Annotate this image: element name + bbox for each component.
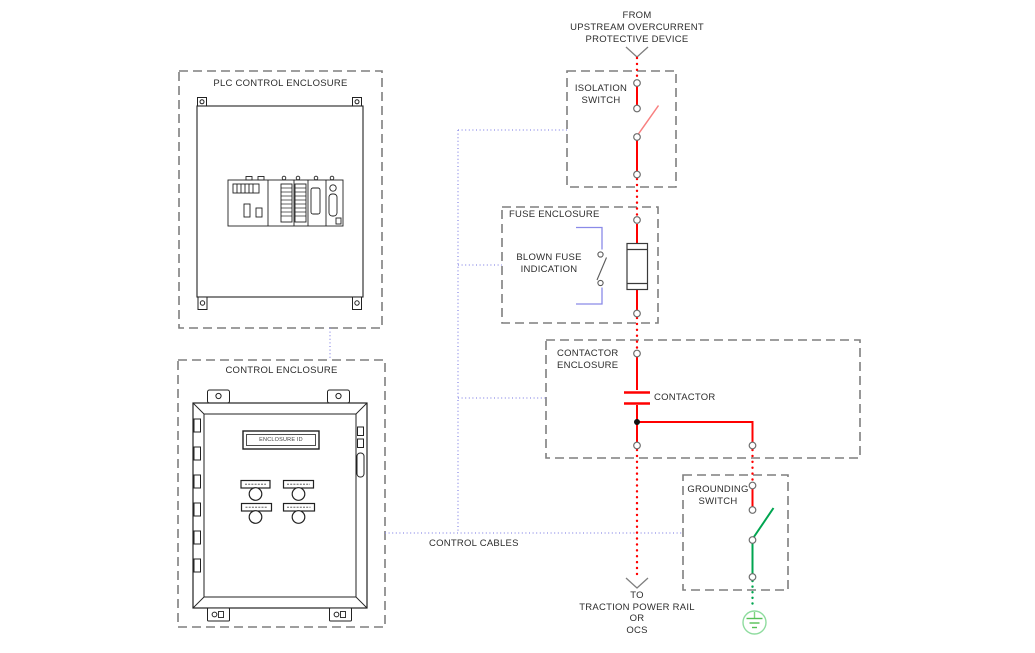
blown-fuse-contact-blade (596, 257, 608, 281)
earth-ground-icon (742, 610, 767, 635)
fuse-enclosure-title: FUSE ENCLOSURE (509, 209, 600, 220)
isolation-switch-blade (636, 105, 660, 137)
fuse-enclosure-outline (501, 206, 659, 324)
control-cable-lines (329, 129, 683, 534)
door-latch-and-handle (356, 426, 365, 478)
blown-fuse-indication-label: BLOWN FUSE INDICATION (516, 252, 582, 275)
incoming-arrow-down-icon (625, 46, 649, 58)
power-dotted-cable (635, 56, 754, 577)
plc-enclosure-title: PLC CONTROL ENCLOSURE (213, 78, 348, 89)
enclosure-id-plate (242, 430, 320, 450)
door-hinges (193, 418, 201, 573)
plc-enclosure-outline (178, 70, 383, 329)
power-path (624, 56, 754, 577)
contactor-enclosure-title: CONTACTOR ENCLOSURE (557, 348, 619, 371)
terminal-nodes (633, 79, 757, 581)
plc-rack-icon (227, 175, 344, 227)
control-enclosure-outline (177, 359, 386, 628)
pilot-lights (240, 479, 316, 524)
destination-label: TO TRACTION POWER RAIL OR OCS (579, 590, 695, 636)
contactor-branch-conductor (637, 421, 754, 442)
outgoing-arrow-down-icon (625, 577, 649, 589)
fuse-symbol (626, 242, 649, 291)
ground-path (742, 507, 775, 635)
plc-cabinet-drawing (196, 97, 364, 310)
junction-dot (634, 419, 640, 425)
contactor-enclosure-outline (545, 339, 861, 459)
isolation-switch-outline (566, 70, 677, 188)
blown-fuse-indication-symbol (576, 226, 608, 305)
contactor-label: CONTACTOR (654, 392, 716, 403)
control-cables-label: CONTROL CABLES (429, 538, 519, 549)
mounting-feet (207, 607, 352, 622)
control-enclosure-title: CONTROL ENCLOSURE (225, 365, 338, 376)
contactor-symbol (624, 391, 650, 405)
control-cabinet-drawing (192, 389, 368, 622)
source-label: FROM UPSTREAM OVERCURRENT PROTECTIVE DEV… (570, 10, 704, 45)
grounding-switch-label: GROUNDING SWITCH (687, 484, 749, 507)
power-solid-conductors (636, 86, 754, 507)
grounding-switch-outline (682, 474, 789, 591)
isolation-switch-label: ISOLATION SWITCH (574, 83, 628, 106)
enclosure-outlines (177, 70, 861, 628)
enclosure-id-plate-text: ENCLOSURE ID (259, 437, 303, 443)
grounding-switch-blade (751, 507, 775, 540)
